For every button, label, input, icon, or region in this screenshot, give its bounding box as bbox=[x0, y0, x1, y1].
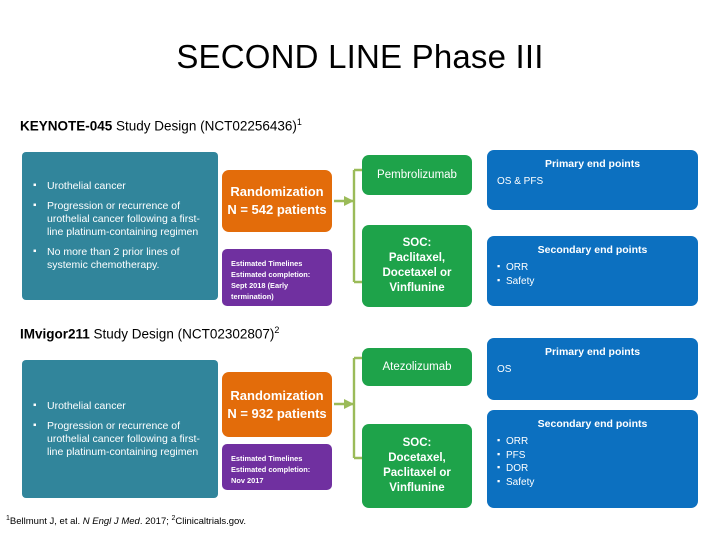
list-item: OS & PFS bbox=[497, 176, 544, 187]
primary-endpoints-list-imvigor211: OS bbox=[497, 363, 688, 377]
arm-label: SOC: Docetaxel, Paclitaxel or Vinflunine bbox=[383, 437, 451, 494]
primary-endpoints-box-keynote-045: Primary end points OS & PFS bbox=[487, 150, 698, 210]
secondary-endpoints-box-keynote-045: Secondary end points ORR Safety bbox=[487, 236, 698, 306]
randomization-label: Randomization bbox=[230, 387, 324, 403]
eligibility-criteria-box-imvigor211: Urothelial cancer Progression or recurre… bbox=[22, 360, 218, 498]
endpoints-title: Primary end points bbox=[544, 158, 641, 170]
list-item: Safety bbox=[497, 274, 688, 289]
timeline-box-keynote-045: Estimated Timelines Estimated completion… bbox=[222, 249, 332, 306]
list-item: ORR bbox=[497, 434, 688, 449]
footnote-citation: 1Bellmunt J, et al. N Engl J Med. 2017; … bbox=[6, 515, 246, 527]
list-item: Urothelial cancer bbox=[32, 399, 206, 413]
arm-label: SOC: Paclitaxel, Docetaxel or Vinflunine bbox=[382, 237, 452, 294]
secondary-endpoints-list-imvigor211: ORR PFS DOR Safety bbox=[497, 434, 688, 490]
randomization-box-imvigor211: Randomization N = 932 patients bbox=[222, 372, 332, 437]
study-name-imvigor211: IMvigor211 bbox=[20, 326, 90, 342]
treatment-arm-box-imvigor211-experimental: Atezolizumab bbox=[362, 348, 472, 386]
criteria-list-keynote-045: Urothelial cancer Progression or recurre… bbox=[32, 179, 206, 272]
timeline-line: Estimated completion: bbox=[231, 465, 311, 474]
list-item: No more than 2 prior lines of systemic c… bbox=[32, 245, 206, 272]
criteria-list-imvigor211: Urothelial cancer Progression or recurre… bbox=[32, 399, 206, 459]
footnote-text-1: Bellmunt J, et al. bbox=[9, 516, 83, 528]
endpoints-title: Primary end points bbox=[544, 346, 641, 358]
timeline-line: Estimated Timelines bbox=[231, 454, 303, 463]
timeline-box-imvigor211: Estimated Timelines Estimated completion… bbox=[222, 444, 332, 490]
study-name-keynote-045: KEYNOTE-045 bbox=[20, 118, 113, 134]
footnote-ref-1: 1 bbox=[296, 117, 302, 127]
list-item: OS bbox=[497, 364, 512, 375]
footnote-ref-2: 2 bbox=[274, 325, 280, 335]
endpoints-title: Secondary end points bbox=[537, 244, 648, 256]
timeline-line: Sept 2018 (Early bbox=[231, 281, 289, 290]
list-item: ORR bbox=[497, 260, 688, 275]
timeline-line: termination) bbox=[231, 292, 274, 301]
arm-label: Pembrolizumab bbox=[377, 168, 457, 181]
timeline-line: Estimated Timelines bbox=[231, 259, 303, 268]
page-title: SECOND LINE Phase III bbox=[176, 38, 544, 75]
treatment-arm-box-keynote-045-experimental: Pembrolizumab bbox=[362, 155, 472, 195]
primary-endpoints-list-keynote-045: OS & PFS bbox=[497, 175, 688, 189]
timeline-line: Nov 2017 bbox=[231, 476, 264, 485]
eligibility-criteria-box-keynote-045: Urothelial cancer Progression or recurre… bbox=[22, 152, 218, 300]
section-heading-imvigor211: IMvigor211 Study Design (NCT02302807)2 bbox=[20, 325, 279, 342]
randomization-label: Randomization bbox=[230, 184, 324, 199]
footnote-marker-1: 1 bbox=[6, 515, 10, 522]
primary-endpoints-box-imvigor211: Primary end points OS bbox=[487, 338, 698, 400]
footnote-text-2: . 2017; bbox=[139, 516, 172, 528]
randomization-box-keynote-045: Randomization N = 542 patients bbox=[222, 170, 332, 232]
treatment-arm-box-imvigor211-soc: SOC: Docetaxel, Paclitaxel or Vinflunine bbox=[362, 424, 472, 508]
study-heading-rest-keynote-045: Study Design (NCT02256436) bbox=[112, 118, 297, 134]
secondary-endpoints-box-imvigor211: Secondary end points ORR PFS DOR Safety bbox=[487, 410, 698, 508]
timeline-line: Estimated completion: bbox=[231, 270, 311, 279]
list-item: DOR bbox=[497, 461, 688, 476]
list-item: Progression or recurrence of urothelial … bbox=[32, 199, 206, 239]
footnote-marker-2: 2 bbox=[171, 515, 176, 522]
endpoints-title: Secondary end points bbox=[537, 418, 648, 430]
list-item: PFS bbox=[497, 448, 688, 463]
list-item: Progression or recurrence of urothelial … bbox=[32, 419, 206, 459]
footnote-text-3: Clinicaltrials.gov. bbox=[175, 516, 246, 528]
treatment-arm-box-keynote-045-soc: SOC: Paclitaxel, Docetaxel or Vinflunine bbox=[362, 225, 472, 307]
secondary-endpoints-list-keynote-045: ORR Safety bbox=[497, 260, 688, 289]
section-heading-keynote-045: KEYNOTE-045 Study Design (NCT02256436)1 bbox=[20, 117, 302, 134]
randomization-n: N = 542 patients bbox=[227, 202, 327, 217]
arm-label: Atezolizumab bbox=[382, 360, 452, 373]
list-item: Urothelial cancer bbox=[32, 179, 206, 193]
footnote-journal: N Engl J Med bbox=[82, 516, 140, 528]
list-item: Safety bbox=[497, 475, 688, 490]
randomization-n: N = 932 patients bbox=[227, 405, 327, 421]
study-heading-rest-imvigor211: Study Design (NCT02302807) bbox=[89, 326, 275, 342]
